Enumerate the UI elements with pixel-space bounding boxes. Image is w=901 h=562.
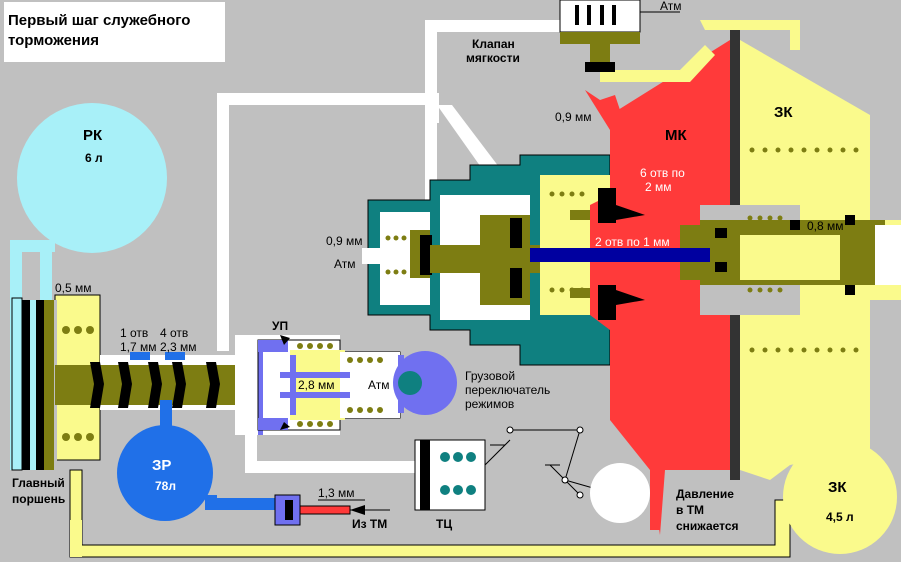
cargo-mode-switch: Грузовой переключатель режимов — [393, 351, 550, 415]
hole4-line2: 2,3 мм — [160, 340, 197, 354]
wheel — [590, 463, 650, 523]
central-diaphragm: 0,8 мм — [680, 30, 901, 480]
holes6-line1: 6 отв по — [640, 166, 685, 180]
main-piston-block — [11, 294, 245, 471]
up-valve: УП 2,8 мм Атм — [235, 319, 404, 435]
pressure-line2: в ТМ — [676, 503, 704, 517]
switch-label-line3: режимов — [465, 397, 514, 411]
zk-top-label: ЗК — [774, 104, 793, 121]
zk-tank-label: ЗК — [828, 479, 847, 496]
from-tm-label: Из ТМ — [352, 517, 387, 531]
up-label: УП — [272, 319, 288, 333]
diameter-1-3mm: 1,3 мм — [318, 486, 355, 500]
switch-label-line2: переключатель — [465, 383, 550, 397]
holes6-line2: 2 мм — [645, 180, 672, 194]
piston-line2: поршень — [12, 492, 65, 506]
rk-volume: 6 л — [85, 151, 103, 165]
soft-valve-line1: Клапан — [472, 37, 515, 51]
zk-feed-line — [69, 469, 791, 558]
pressure-line1: Давление — [676, 487, 734, 501]
hole4-line1: 4 отв — [160, 326, 188, 340]
mk-seats — [598, 188, 645, 320]
diameter-2-8mm: 2,8 мм — [298, 378, 335, 392]
hole1-line1: 1 отв — [120, 326, 148, 340]
diameter-0-5mm: 0,5 мм — [55, 281, 92, 295]
zr-volume: 78л — [155, 479, 176, 493]
holes2-label: 2 отв по 1 мм — [595, 235, 670, 249]
lever-linkage — [484, 426, 601, 499]
atm-left-label: Атм — [334, 257, 356, 271]
mk-label: МК — [665, 127, 687, 144]
diameter-0-8mm: 0,8 мм — [807, 219, 844, 233]
zk-tank: ЗК 4,5 л — [783, 440, 897, 554]
soft-valve: Атм Клапан мягкости — [466, 0, 682, 72]
tm-check-valve — [274, 494, 390, 526]
tc-label: ТЦ — [436, 517, 452, 531]
title-line2: торможения — [8, 32, 99, 49]
zr-reservoir: ЗР 78л — [117, 400, 275, 521]
mk-chamber: МК 6 отв по 2 мм 0,9 мм — [555, 40, 730, 535]
switch-label-line1: Грузовой — [465, 369, 515, 383]
zk-tank-volume: 4,5 л — [826, 510, 854, 524]
atm-top-label: Атм — [660, 0, 682, 13]
hole1-line2: 1,7 мм — [120, 340, 157, 354]
brake-cylinder: ТЦ — [414, 439, 486, 531]
soft-valve-line2: мягкости — [466, 51, 520, 65]
title-line1: Первый шаг служебного — [8, 12, 190, 29]
axial-channel: 2 отв по 1 мм — [530, 235, 710, 262]
zr-label: ЗР — [152, 457, 171, 474]
diameter-0-9mm-left: 0,9 мм — [326, 234, 363, 248]
pressure-line3: снижается — [676, 519, 739, 533]
rk-label: РК — [83, 127, 103, 144]
atm-up-label: Атм — [368, 378, 390, 392]
title-box: Первый шаг служебного торможения — [4, 2, 225, 62]
diameter-0-9mm-top: 0,9 мм — [555, 110, 592, 124]
piston-line1: Главный — [12, 476, 65, 490]
